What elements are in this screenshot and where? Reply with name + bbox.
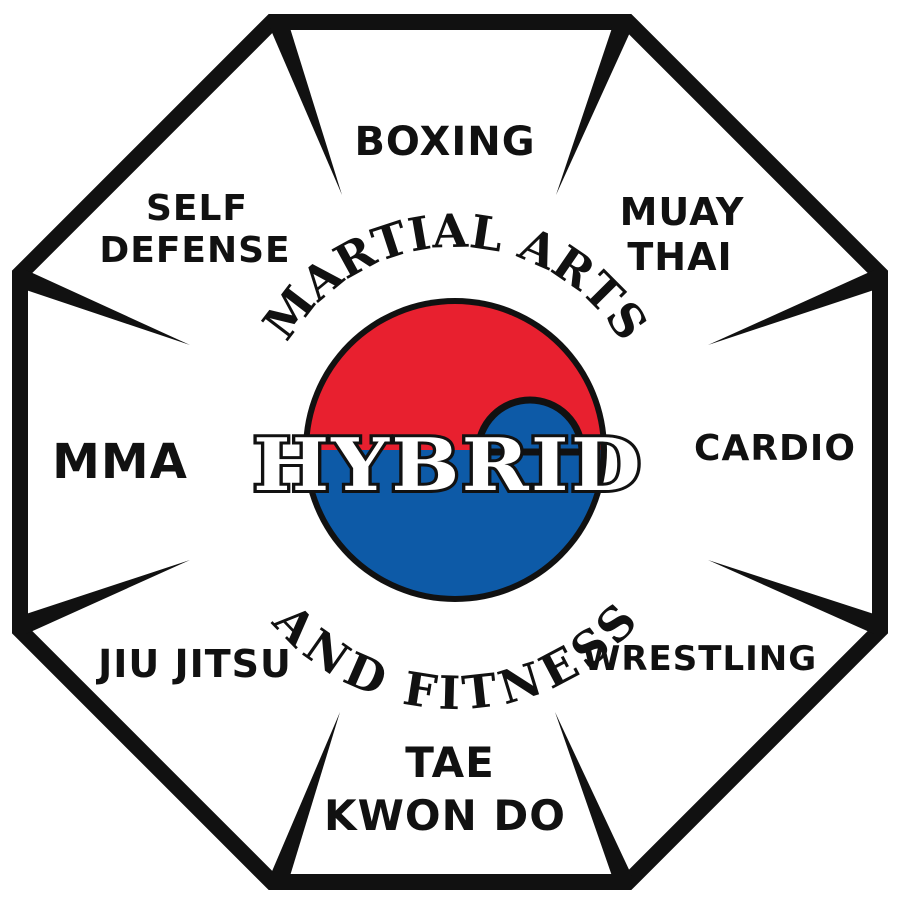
spoke-left-top [26, 270, 190, 345]
discipline-labels: BOXING SELF DEFENSE MUAY THAI MMA CARDIO… [52, 119, 856, 840]
spoke-bottom-right [555, 712, 632, 876]
label-mma: MMA [52, 434, 188, 490]
spoke-left-bottom [26, 560, 190, 634]
spoke-top-right [556, 28, 632, 195]
label-jiu-jitsu: JIU JITSU [95, 642, 292, 686]
spoke-dividers [26, 28, 874, 876]
label-muay-thai-line2: THAI [627, 235, 732, 279]
spoke-right-bottom [708, 560, 874, 634]
label-wrestling: WRESTLING [583, 639, 817, 679]
label-self-defense-line1: SELF [146, 188, 248, 229]
emblem-swirl [474, 396, 586, 456]
spoke-top-left [270, 28, 342, 195]
label-tae-kwon-do-line2: KWON DO [324, 791, 566, 840]
spoke-bottom-left [270, 712, 340, 876]
label-self-defense-line2: DEFENSE [99, 230, 290, 271]
label-boxing: BOXING [354, 119, 535, 165]
brand-title-hybrid: HYBRID [253, 422, 643, 507]
label-muay-thai-line1: MUAY [620, 190, 745, 234]
spoke-right-top [708, 270, 874, 345]
label-tae-kwon-do-line1: TAE [405, 738, 495, 787]
label-cardio: CARDIO [694, 428, 856, 469]
